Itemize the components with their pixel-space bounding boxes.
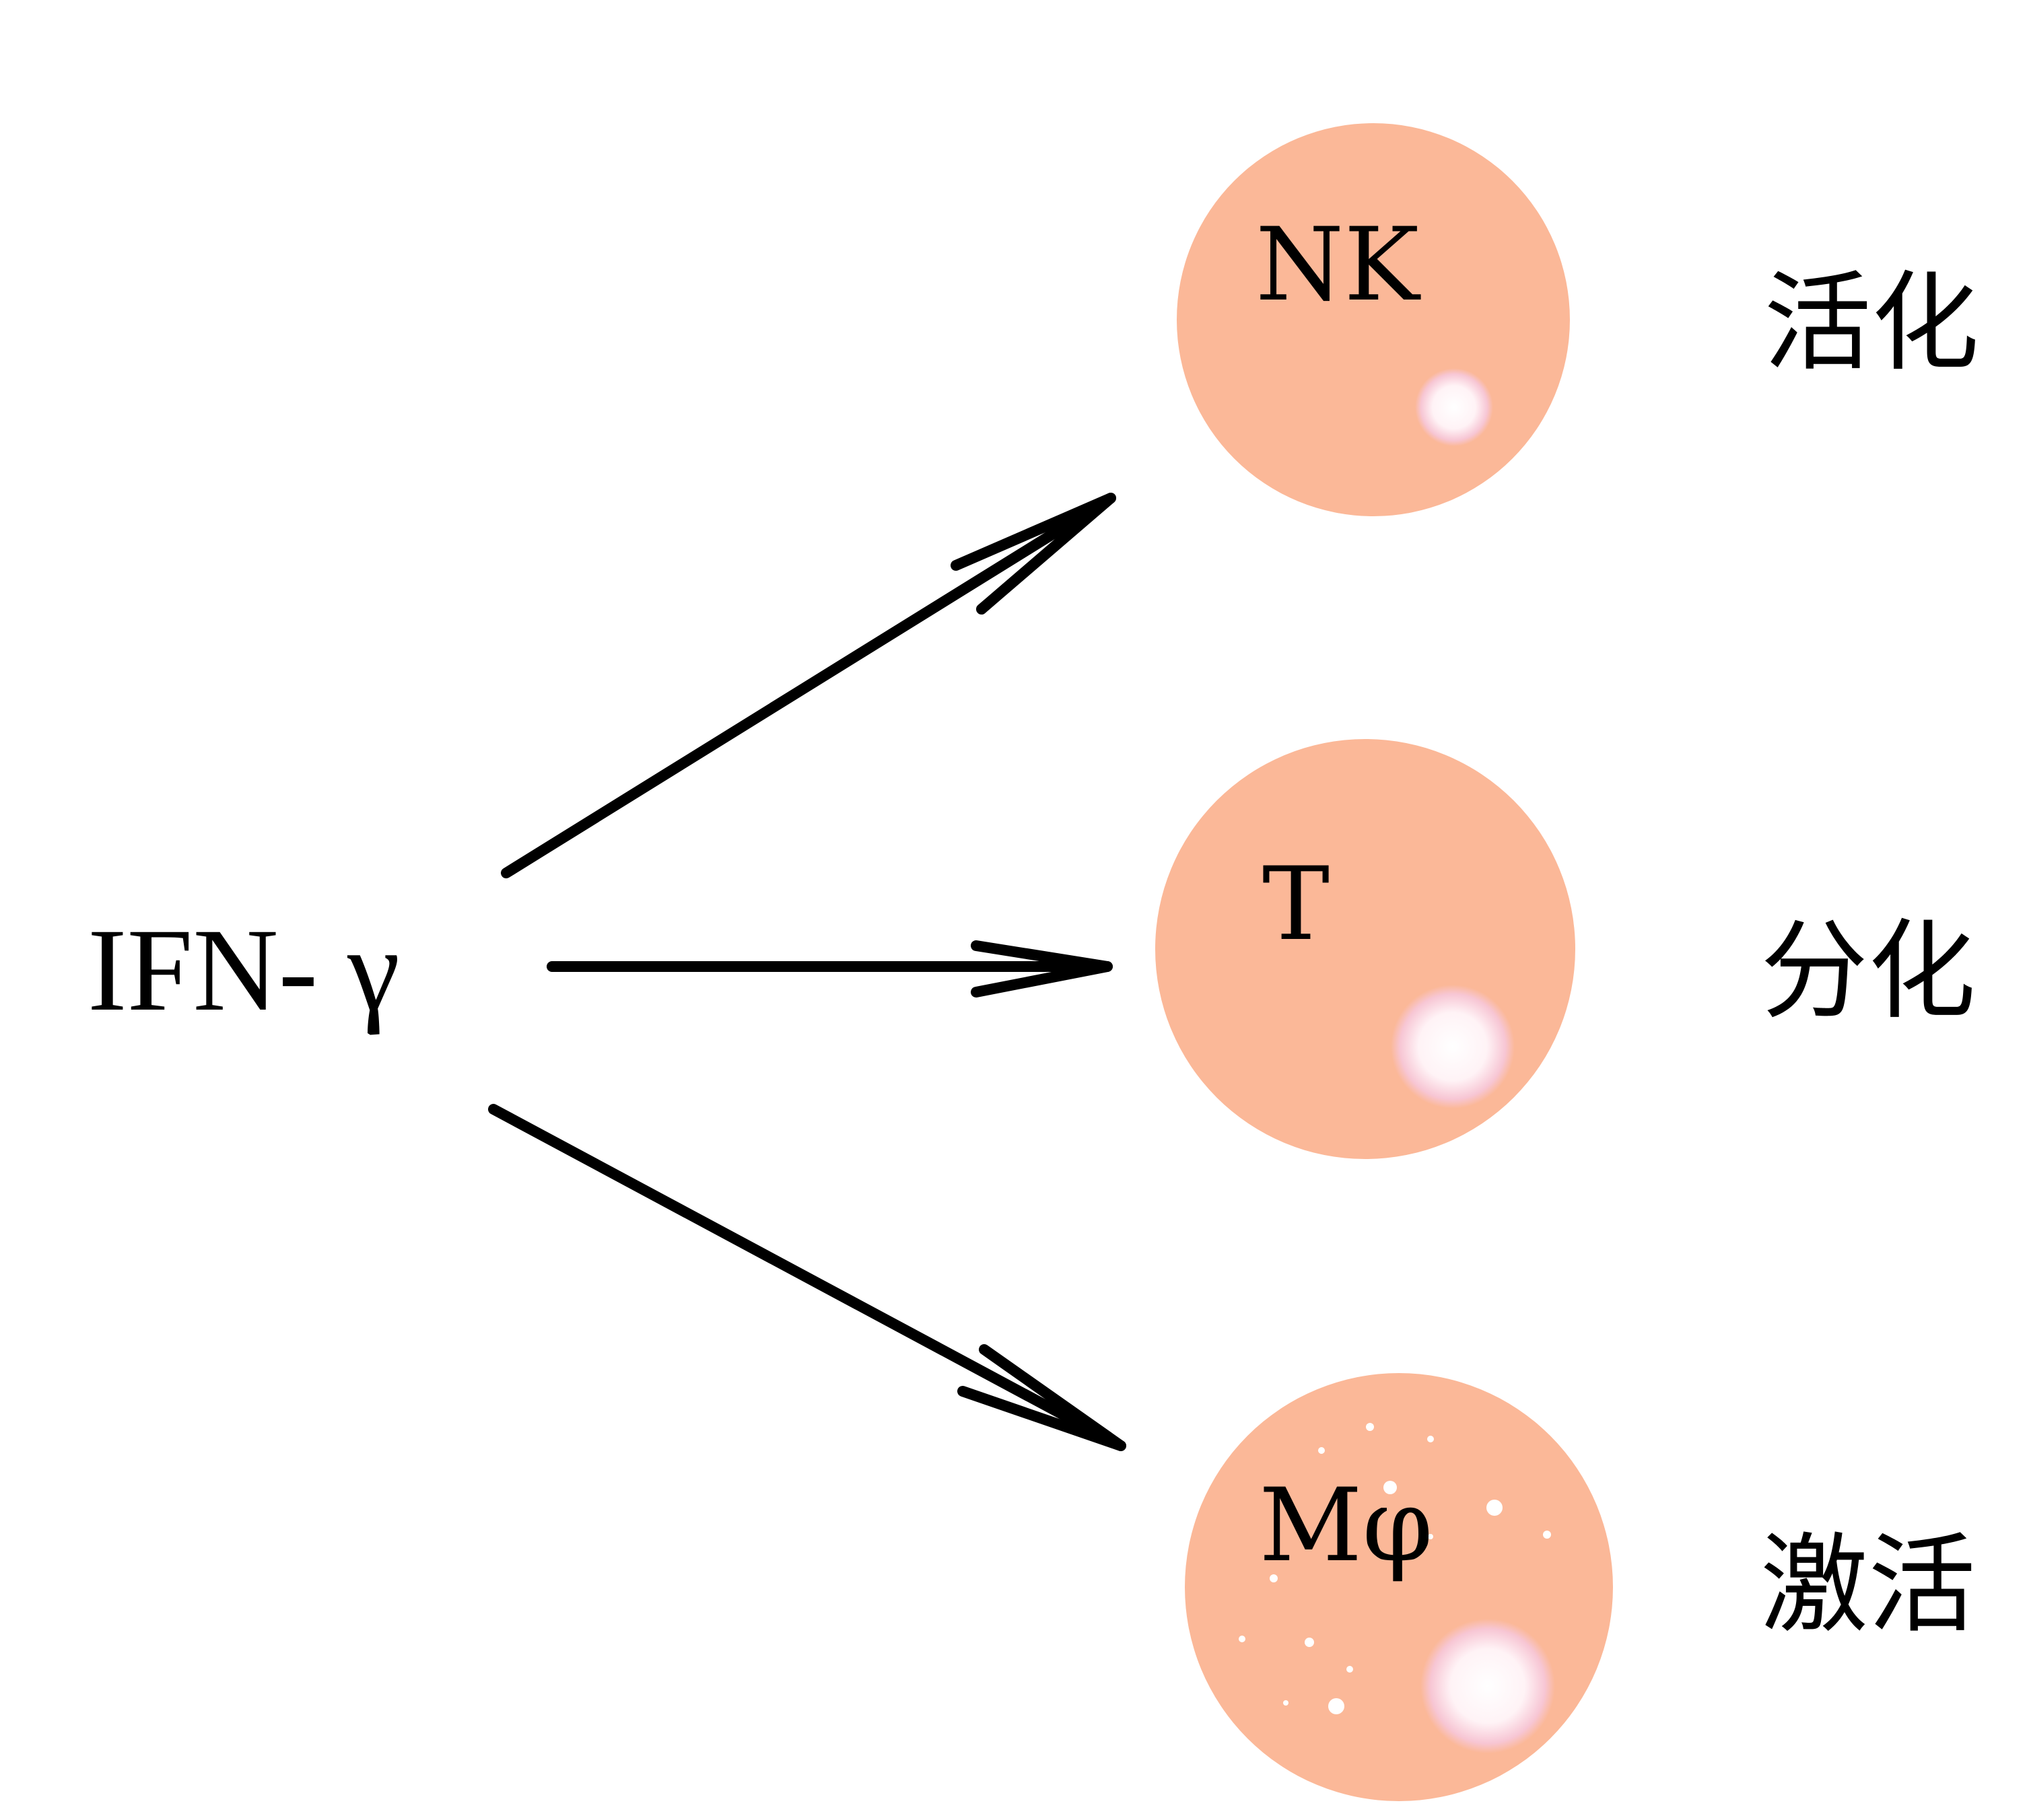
arrow-head <box>951 493 1116 615</box>
arrow-shaft <box>488 1104 1126 1451</box>
source-label: IFN- γ <box>88 905 400 1036</box>
macrophage-effect-label: 激活 <box>1760 1522 1976 1648</box>
t-cell-label: T <box>1262 846 1330 963</box>
t-cell-granule <box>1391 985 1515 1109</box>
t-cell-body <box>1155 739 1575 1159</box>
arrow-head <box>957 1344 1126 1451</box>
arrow-shaft <box>501 493 1116 878</box>
macrophage-cell-speckles <box>1239 1423 1551 1714</box>
nk-cell: NK <box>1177 123 1570 516</box>
macrophage-cell-body <box>1185 1373 1613 1801</box>
macrophage-cell: Mφ <box>1185 1373 1613 1801</box>
macrophage-cell-label: Mφ <box>1259 1467 1433 1584</box>
nk-cell-granule <box>1415 368 1493 446</box>
t-cell: T <box>1155 739 1575 1159</box>
arrow-to-macrophage <box>488 1104 1126 1451</box>
macrophage-cell-granule <box>1420 1619 1555 1753</box>
arrow-head <box>971 940 1113 998</box>
arrow-to-t <box>547 940 1113 998</box>
nk-cell-label: NK <box>1256 207 1421 324</box>
t-effect-label: 分化 <box>1760 908 1976 1034</box>
arrow-to-nk <box>501 493 1116 878</box>
nk-effect-label: 活化 <box>1764 260 1979 386</box>
